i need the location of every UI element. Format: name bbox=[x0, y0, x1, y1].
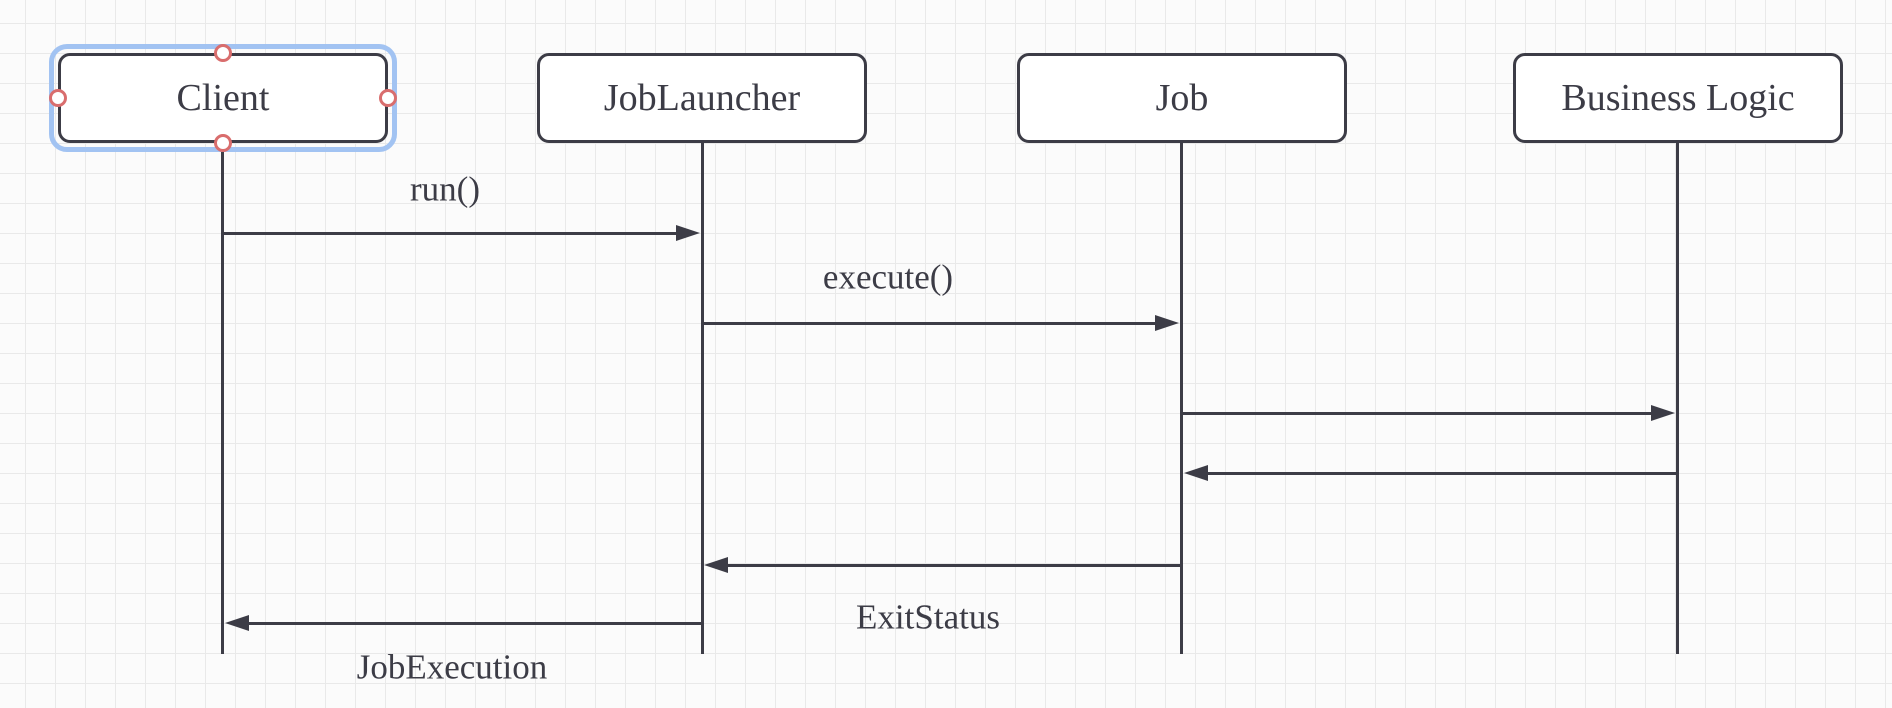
message-label-execute[interactable]: execute() bbox=[822, 257, 954, 297]
actor-label-business-logic: Business Logic bbox=[1561, 77, 1795, 119]
message-arrow-job-to-business-logic[interactable] bbox=[1182, 412, 1652, 415]
message-arrow-run[interactable] bbox=[223, 232, 676, 235]
actor-box-joblauncher[interactable]: JobLauncher bbox=[537, 53, 867, 143]
lifeline-client[interactable] bbox=[221, 143, 224, 654]
actor-box-business-logic[interactable]: Business Logic bbox=[1513, 53, 1843, 143]
lifeline-job[interactable] bbox=[1180, 143, 1183, 654]
actor-label-joblauncher: JobLauncher bbox=[603, 77, 801, 119]
actor-box-job[interactable]: Job bbox=[1017, 53, 1347, 143]
arrowhead-right-icon bbox=[1155, 315, 1179, 331]
message-label-jobexecution[interactable]: JobExecution bbox=[356, 647, 548, 687]
message-arrow-exitstatus[interactable] bbox=[728, 564, 1182, 567]
actor-box-client[interactable]: Client bbox=[58, 53, 388, 143]
actor-label-client: Client bbox=[176, 77, 270, 119]
message-label-run[interactable]: run() bbox=[410, 169, 480, 209]
lifeline-joblauncher[interactable] bbox=[701, 143, 704, 654]
connection-handle-bottom[interactable] bbox=[214, 134, 232, 152]
connection-handle-top[interactable] bbox=[214, 44, 232, 62]
message-arrow-execute[interactable] bbox=[702, 322, 1155, 325]
arrowhead-right-icon bbox=[676, 225, 700, 241]
arrowhead-left-icon bbox=[1184, 465, 1208, 481]
arrowhead-left-icon bbox=[225, 615, 249, 631]
connection-handle-right[interactable] bbox=[379, 89, 397, 107]
message-label-exitstatus[interactable]: ExitStatus bbox=[856, 597, 1000, 637]
message-arrow-business-logic-to-job[interactable] bbox=[1208, 472, 1678, 475]
arrowhead-left-icon bbox=[704, 557, 728, 573]
actor-label-job: Job bbox=[1155, 77, 1209, 119]
arrowhead-right-icon bbox=[1651, 405, 1675, 421]
lifeline-business-logic[interactable] bbox=[1676, 143, 1679, 654]
message-arrow-jobexecution[interactable] bbox=[249, 622, 702, 625]
connection-handle-left[interactable] bbox=[49, 89, 67, 107]
